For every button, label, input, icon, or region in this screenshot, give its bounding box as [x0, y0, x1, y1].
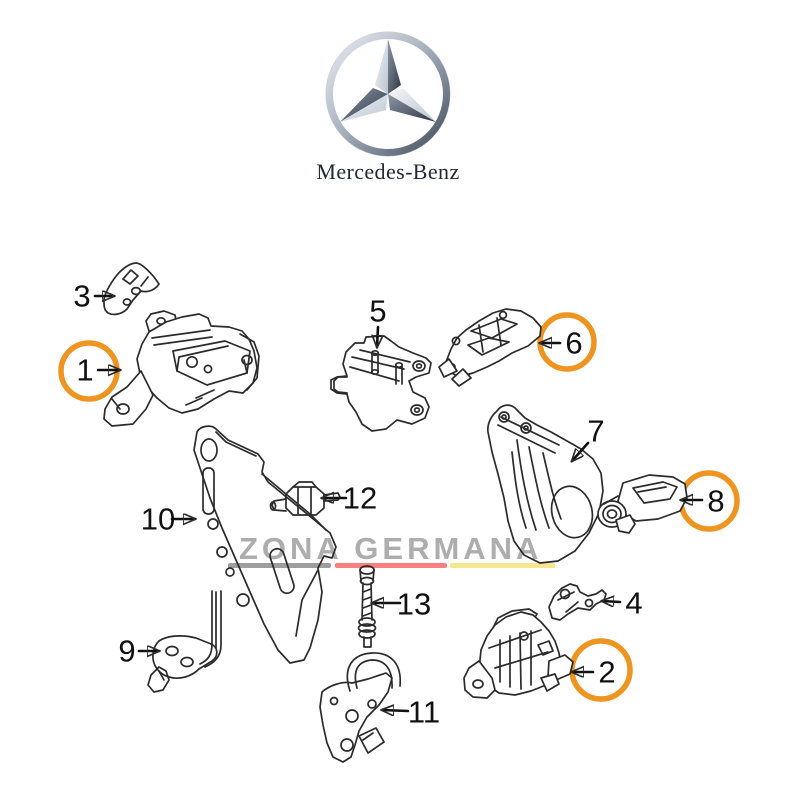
- part-label-9[interactable]: 9: [118, 633, 136, 669]
- part-5-drawing: [330, 335, 432, 432]
- part-8-drawing: [597, 474, 688, 534]
- part-2-drawing: [463, 608, 574, 699]
- part-label-3[interactable]: 3: [73, 278, 91, 314]
- part-9-drawing: [147, 590, 222, 693]
- part-label-13[interactable]: 13: [396, 586, 432, 622]
- part-7-drawing: [487, 404, 604, 564]
- leader-arrow-5: [377, 325, 378, 347]
- part-4-drawing: [548, 583, 607, 621]
- part-10-drawing: [193, 425, 337, 664]
- watermark-bar-yellow: [450, 563, 555, 568]
- part-label-5[interactable]: 5: [369, 293, 387, 329]
- leader-arrow-11: [382, 710, 410, 711]
- leader-arrow-4: [602, 601, 622, 602]
- part-3-drawing: [103, 262, 160, 316]
- watermark-text: ZONA GERMANA: [239, 531, 543, 566]
- leader-arrows: [93, 296, 704, 711]
- part-label-4[interactable]: 4: [625, 585, 643, 621]
- watermark-bar-red: [335, 563, 447, 568]
- part-label-8[interactable]: 8: [707, 483, 725, 519]
- part-label-10[interactable]: 10: [140, 501, 176, 537]
- part-label-11[interactable]: 11: [407, 694, 441, 730]
- part-6-drawing: [438, 308, 542, 387]
- part-label-2[interactable]: 2: [598, 654, 616, 690]
- part-1-drawing: [103, 310, 260, 427]
- part-13-drawing: [357, 565, 377, 648]
- brand-name: Mercedes-Benz: [316, 159, 460, 184]
- watermark-bar-gray: [228, 563, 331, 568]
- mercedes-logo: [318, 24, 458, 164]
- part-label-1[interactable]: 1: [76, 352, 94, 388]
- part-label-7[interactable]: 7: [587, 413, 605, 449]
- part-label-12[interactable]: 12: [342, 480, 378, 516]
- mercedes-star-icon: [325, 31, 451, 157]
- leader-arrow-7: [572, 441, 590, 461]
- part-11-drawing: [319, 652, 402, 763]
- part-label-6[interactable]: 6: [565, 325, 583, 361]
